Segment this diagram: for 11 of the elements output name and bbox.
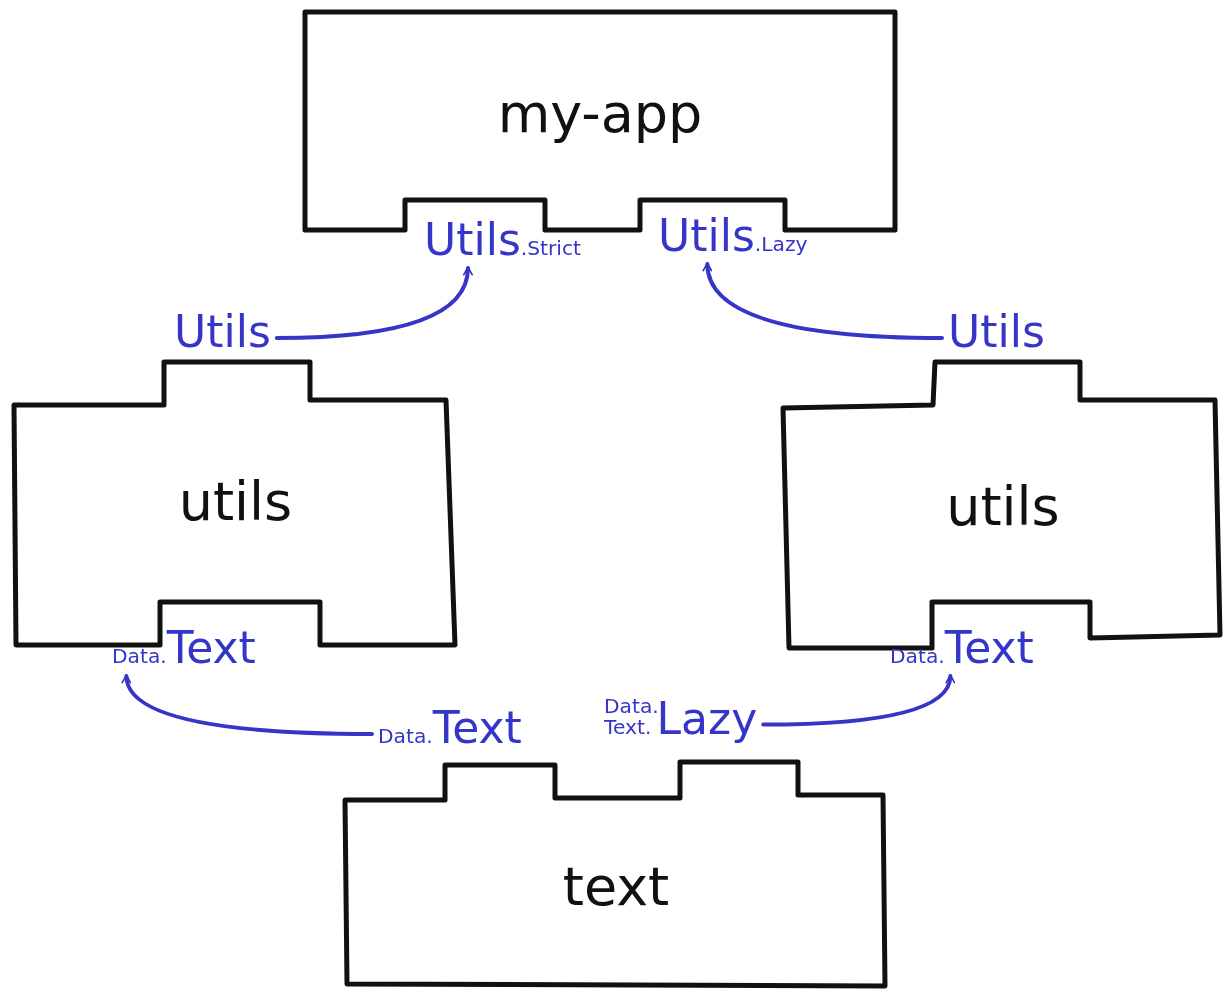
module-name: my-app xyxy=(496,82,704,145)
module-name: text xyxy=(561,855,671,918)
arrow xyxy=(122,674,374,736)
arrow xyxy=(761,674,955,727)
module-box xyxy=(345,760,887,988)
arrow xyxy=(703,262,944,340)
arrow xyxy=(274,266,473,340)
module-name: utils xyxy=(177,470,294,533)
port-label: Utils xyxy=(174,310,271,354)
module-name: utils xyxy=(945,475,1061,538)
port-label: Utils xyxy=(948,310,1045,354)
